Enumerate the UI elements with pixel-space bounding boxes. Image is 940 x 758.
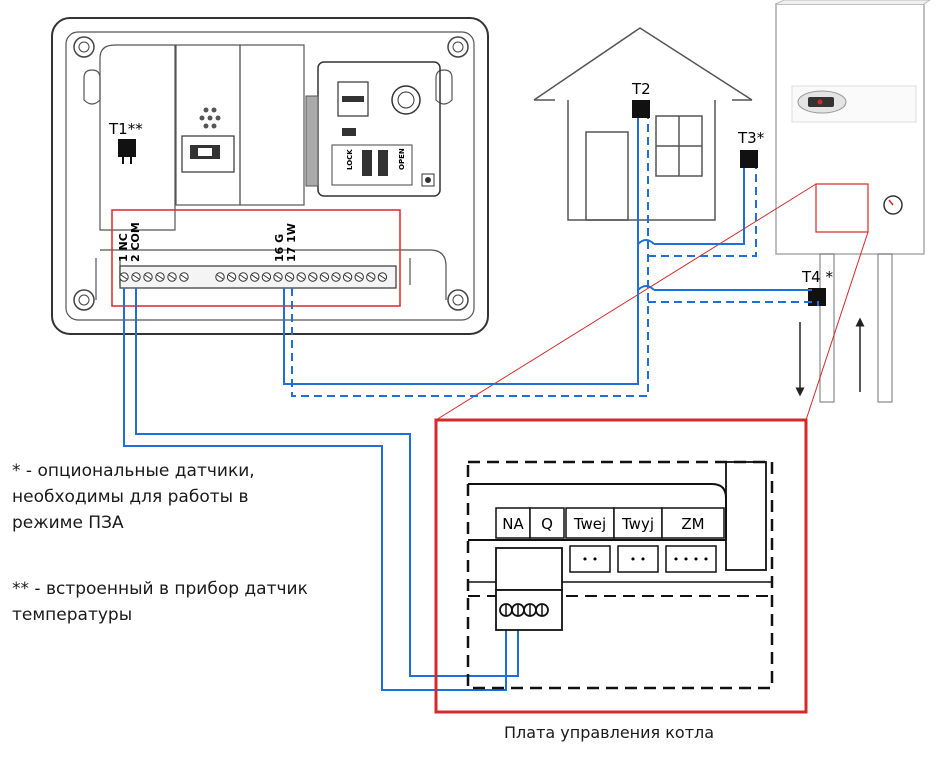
board-slot-label: ZM bbox=[681, 515, 704, 533]
board-connector-pins: • • • • bbox=[673, 553, 709, 566]
terminal-screw-slot bbox=[344, 274, 351, 280]
board-slot-label: Q bbox=[541, 515, 553, 533]
sensor-t2: T2 bbox=[631, 80, 651, 118]
board-caption: Плата управления котла bbox=[504, 723, 715, 742]
board-connector bbox=[617, 545, 659, 573]
terminal-screw-slot bbox=[309, 274, 317, 280]
terminal-w-label: 17 1W bbox=[285, 223, 298, 262]
sensor-t4: T4 * bbox=[801, 268, 833, 306]
terminal-screw-slot bbox=[216, 274, 224, 280]
terminal-screw-slot bbox=[180, 274, 188, 280]
terminal-screw-slot bbox=[263, 274, 270, 280]
terminal-highlight bbox=[111, 209, 401, 307]
terminal-screw-slot bbox=[355, 274, 363, 280]
terminal-screw-slot bbox=[321, 274, 328, 280]
board-slot-label: Twyj bbox=[621, 515, 654, 533]
board-slot bbox=[613, 507, 663, 539]
control-board: NA Q Twej Twyj ZM • • • • • • • • bbox=[466, 460, 774, 690]
terminal-screw-slot bbox=[239, 274, 247, 280]
board-slot-label: NA bbox=[502, 515, 524, 533]
board-connector-pins: • • bbox=[630, 553, 646, 566]
terminal-screw-slot bbox=[120, 274, 128, 280]
board-slot bbox=[495, 507, 531, 539]
terminal-nc-label: 1 NC bbox=[117, 233, 130, 262]
terminal-screw-slot bbox=[168, 274, 176, 280]
board-slot-label: Twej bbox=[573, 515, 606, 533]
sensor-t4-label: T4 * bbox=[801, 268, 833, 286]
control-board-frame bbox=[434, 418, 808, 714]
terminal-screw-slot bbox=[251, 274, 259, 280]
sensor-t1: T1** bbox=[108, 120, 143, 164]
board-connector bbox=[569, 545, 611, 573]
board-connector bbox=[665, 545, 717, 573]
sensor-t1-label: T1** bbox=[108, 120, 143, 138]
boiler bbox=[775, 0, 931, 403]
sensor-t2-label: T2 bbox=[631, 80, 651, 98]
terminal-g-label: 16 G bbox=[273, 234, 286, 262]
zoom-line-left bbox=[435, 183, 817, 421]
house bbox=[533, 27, 753, 221]
optional-sensors-note: * - опциональные датчики, необходимы для… bbox=[12, 461, 255, 533]
controller-device: LOCK OPEN 1 NC 2 COM 16 G 17 1W bbox=[51, 17, 489, 335]
terminal-com-label: 2 COM bbox=[129, 222, 142, 262]
terminal-screw-slot bbox=[379, 274, 386, 280]
terminal-screw-slot bbox=[332, 274, 340, 280]
board-slot bbox=[529, 507, 565, 539]
terminal-screw-slot bbox=[297, 274, 305, 280]
sensor-wires bbox=[283, 118, 819, 397]
zoom-line-right bbox=[805, 231, 869, 421]
open-label: OPEN bbox=[398, 148, 406, 170]
terminal-screw-slot bbox=[132, 274, 140, 280]
sensor-t3: T3* bbox=[737, 129, 765, 168]
terminal-screw-slot bbox=[228, 274, 235, 280]
terminal-screw-slot bbox=[144, 274, 152, 280]
board-connector-pins: • • bbox=[582, 553, 598, 566]
sensor-t3-label: T3* bbox=[737, 129, 765, 147]
terminal-screw-slot bbox=[367, 274, 375, 280]
boiler-relay-wires bbox=[123, 288, 519, 691]
board-slot bbox=[661, 507, 725, 539]
terminal-screw-slot bbox=[156, 274, 164, 280]
terminal-screw-slot bbox=[286, 274, 293, 280]
lock-label: LOCK bbox=[346, 149, 354, 170]
terminal-screw-slot bbox=[274, 274, 282, 280]
builtin-sensor-note: ** - встроенный в прибор датчик температ… bbox=[12, 579, 308, 625]
